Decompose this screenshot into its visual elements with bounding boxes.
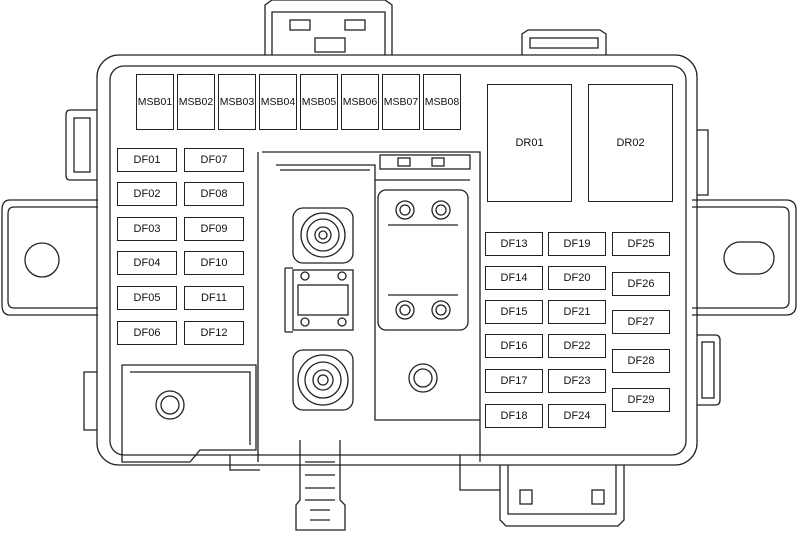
fuse: DF14 [485,266,543,290]
fuse: DF08 [184,182,244,206]
fuse: DF04 [117,251,177,275]
bus-bridge [292,269,354,331]
fuse: DF03 [117,217,177,241]
fuse: DF18 [485,404,543,428]
fuse: DF22 [548,334,606,358]
fuse: DF26 [612,272,670,296]
top-bolt [300,212,346,258]
msb-fuse: MSB02 [177,74,215,130]
bottom-bolt-body [292,349,354,411]
housing-outer [96,54,698,466]
msb-fuse: MSB01 [136,74,174,130]
fuse: DF19 [548,232,606,256]
fuse: DF25 [612,232,670,256]
fuse: DF21 [548,300,606,324]
fuse: DF05 [117,286,177,310]
fuse: DF09 [184,217,244,241]
right-side-latch [697,334,721,406]
fuse: DF15 [485,300,543,324]
fuse: DF12 [184,321,244,345]
left-stud-bracket [121,364,257,463]
housing-inner [109,65,687,456]
fuse: DF01 [117,148,177,172]
bottom-right-latch [499,465,625,527]
right-mounting-bracket [692,199,797,316]
msb-fuse: MSB07 [382,74,420,130]
small-stud [408,363,438,393]
top-bolt-body [292,207,354,264]
left-mounting-bracket [1,199,98,316]
fuse: DF02 [117,182,177,206]
fuse: DF10 [184,251,244,275]
fuse: DF27 [612,310,670,334]
fuse: DF11 [184,286,244,310]
left-side-latch [65,109,97,181]
msb-fuse: MSB08 [423,74,461,130]
msb-fuse: MSB04 [259,74,297,130]
top-right-tab [521,29,607,55]
cable-connector [295,440,346,531]
fuse: DF28 [612,349,670,373]
relay-dr01: DR01 [487,84,572,202]
fuse: DF13 [485,232,543,256]
fuse: DF17 [485,369,543,393]
relay-dr02: DR02 [588,84,673,202]
msb-fuse: MSB05 [300,74,338,130]
msb-fuse: MSB06 [341,74,379,130]
fuse: DF24 [548,404,606,428]
fuse: DF16 [485,334,543,358]
top-latch [264,0,393,55]
fuse: DF20 [548,266,606,290]
right-mounting-hole [723,241,775,275]
msb-fuse: MSB03 [218,74,256,130]
mega-fuse [377,189,469,331]
fuse: DF07 [184,148,244,172]
fuse: DF23 [548,369,606,393]
fuse: DF06 [117,321,177,345]
bottom-bolt [297,354,349,406]
left-mounting-hole [24,242,60,278]
fuse: DF29 [612,388,670,412]
